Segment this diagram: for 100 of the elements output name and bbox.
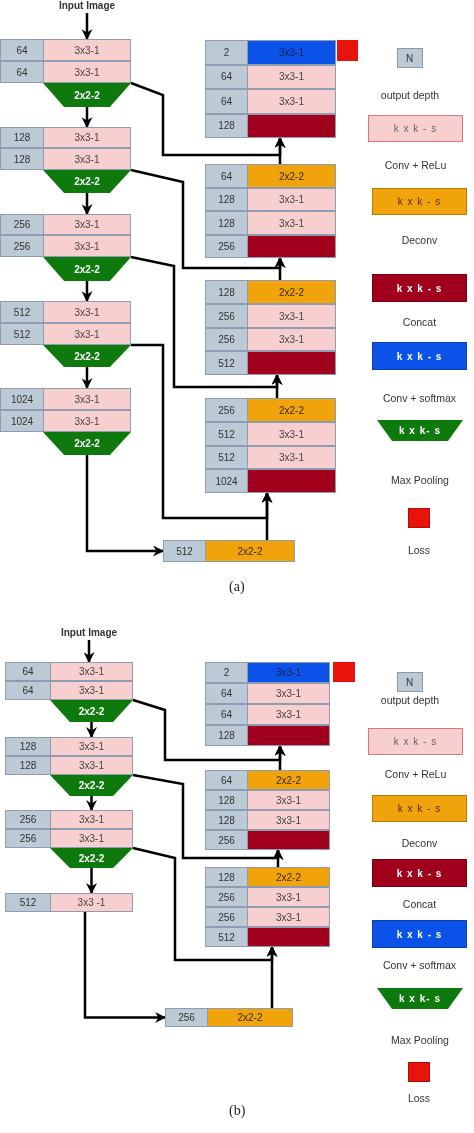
max-pooling-trapezoid — [50, 700, 133, 722]
depth-cell: 128 — [206, 281, 248, 303]
legend-sample-text: k x k- s — [399, 425, 441, 436]
conv-layer-row — [5, 662, 133, 681]
skip-connection-arrow — [130, 168, 286, 270]
max-pooling-trapezoid — [50, 775, 133, 796]
input-label: Input Image — [39, 627, 139, 640]
conv-layer-row — [205, 211, 336, 235]
depth-cell: 128 — [1, 128, 44, 147]
depth-cell: 512 — [1, 324, 44, 344]
deconv-layer-row — [163, 540, 295, 562]
operation-cell: 3x3-1 — [51, 682, 132, 699]
pool-label: 2x2-2 — [73, 175, 101, 189]
deconv-layer-row — [205, 164, 336, 188]
conv-layer-row — [0, 323, 131, 345]
conv-layer-row — [5, 737, 133, 756]
operation-cell: 3x3 -1 — [51, 894, 132, 911]
depth-cell: 64 — [6, 682, 51, 699]
legend-label: Concat — [401, 898, 438, 910]
pool-label: 2x2-2 — [77, 704, 106, 719]
operation-cell: 2x2-2 — [248, 165, 335, 187]
deconv-layer-row — [165, 1008, 293, 1027]
depth-cell: 512 — [164, 541, 206, 561]
flow-arrow — [83, 640, 95, 664]
flow-arrow — [86, 796, 97, 812]
output-layer-row — [205, 662, 330, 683]
conv-layer-row — [205, 683, 330, 704]
panel-caption: (b) — [229, 1103, 246, 1119]
flow-arrow — [83, 912, 167, 1023]
skip-connection-arrow — [132, 698, 286, 762]
conv-layer-row — [205, 89, 336, 114]
depth-cell: 64 — [206, 90, 248, 113]
concat-layer-row — [205, 469, 336, 493]
depth-cell: 128 — [206, 726, 248, 745]
conv-layer-row — [205, 790, 330, 810]
depth-cell: 256 — [206, 399, 248, 421]
operation-cell: 3x3-1 — [44, 389, 130, 409]
max-pooling-trapezoid — [50, 848, 133, 868]
conv-layer-row — [0, 39, 131, 61]
depth-cell: 512 — [206, 928, 248, 946]
skip-connection-arrow — [130, 81, 286, 157]
operation-cell: 3x3-1 — [248, 811, 329, 829]
legend-label: Deconv — [400, 234, 439, 246]
operation-cell: 3x3-1 — [44, 62, 130, 82]
depth-cell: 256 — [206, 305, 248, 327]
legend-label: Conv + ReLu — [383, 768, 448, 780]
legend-sample-text: N — [405, 52, 415, 64]
loss-marker — [333, 662, 355, 682]
deconv-layer-row — [205, 280, 336, 304]
concat-layer-row — [205, 927, 330, 947]
pool-label: 2x2-2 — [73, 262, 101, 277]
conv-layer-row — [5, 829, 133, 848]
operation-cell: 3x3-1 — [44, 149, 130, 169]
legend-label: Loss — [406, 1092, 432, 1104]
concat-layer-row — [205, 830, 330, 850]
loss-marker — [337, 40, 358, 61]
operation-cell: 3x3-1 — [248, 791, 329, 809]
conv-layer-row — [205, 422, 336, 446]
operation-cell: 3x3-1 — [248, 423, 335, 445]
depth-cell: 512 — [206, 447, 248, 468]
operation-cell: 3x3-1 — [44, 128, 130, 147]
legend-sample-text: k x k - s — [396, 928, 443, 940]
operation-cell: 3x3-1 — [248, 447, 335, 468]
conv-layer-row — [0, 127, 131, 148]
max-pooling-trapezoid — [43, 432, 131, 455]
depth-cell: 128 — [206, 868, 248, 886]
concat-layer-row — [205, 351, 336, 375]
legend-sample-text: k x k- s — [399, 993, 441, 1004]
pool-label: 2x2-2 — [73, 437, 101, 451]
operation-cell: 3x3-1 — [51, 830, 132, 847]
operation-cell: 3x3-1 — [248, 705, 329, 724]
legend-sample-text: k x k - s — [396, 350, 443, 362]
skip-connection-arrow — [132, 773, 284, 860]
depth-cell: 256 — [206, 888, 248, 906]
flow-arrow — [81, 13, 93, 41]
conv-layer-row — [5, 756, 133, 775]
operation-cell: 3x3-1 — [44, 411, 130, 431]
conv-layer-row — [205, 328, 336, 351]
depth-cell: 512 — [6, 894, 51, 911]
legend-label: Conv + softmax — [381, 392, 458, 404]
depth-cell: 64 — [1, 62, 44, 82]
depth-cell: 128 — [206, 114, 248, 137]
depth-cell: 64 — [206, 771, 248, 789]
operation-cell: 2x2-2 — [248, 399, 335, 421]
operation-cell: 2x2-2 — [208, 1009, 292, 1026]
flow-arrow — [85, 455, 165, 557]
conv-layer-row — [205, 64, 336, 89]
pool-label: 2x2-2 — [73, 88, 101, 103]
depth-cell: 2 — [206, 41, 248, 64]
flow-arrow — [86, 722, 97, 739]
conv-layer-row — [205, 887, 330, 907]
conv-layer-row — [205, 907, 330, 927]
depth-cell: 256 — [206, 236, 248, 257]
conv-layer-row — [205, 304, 336, 328]
legend-label: output depth — [379, 694, 441, 706]
depth-cell: 128 — [6, 738, 51, 755]
operation-cell: 3x3-1 — [44, 302, 130, 322]
depth-cell: 64 — [206, 65, 248, 88]
legend-label: Max Pooling — [390, 474, 450, 486]
conv-layer-row — [5, 810, 133, 829]
